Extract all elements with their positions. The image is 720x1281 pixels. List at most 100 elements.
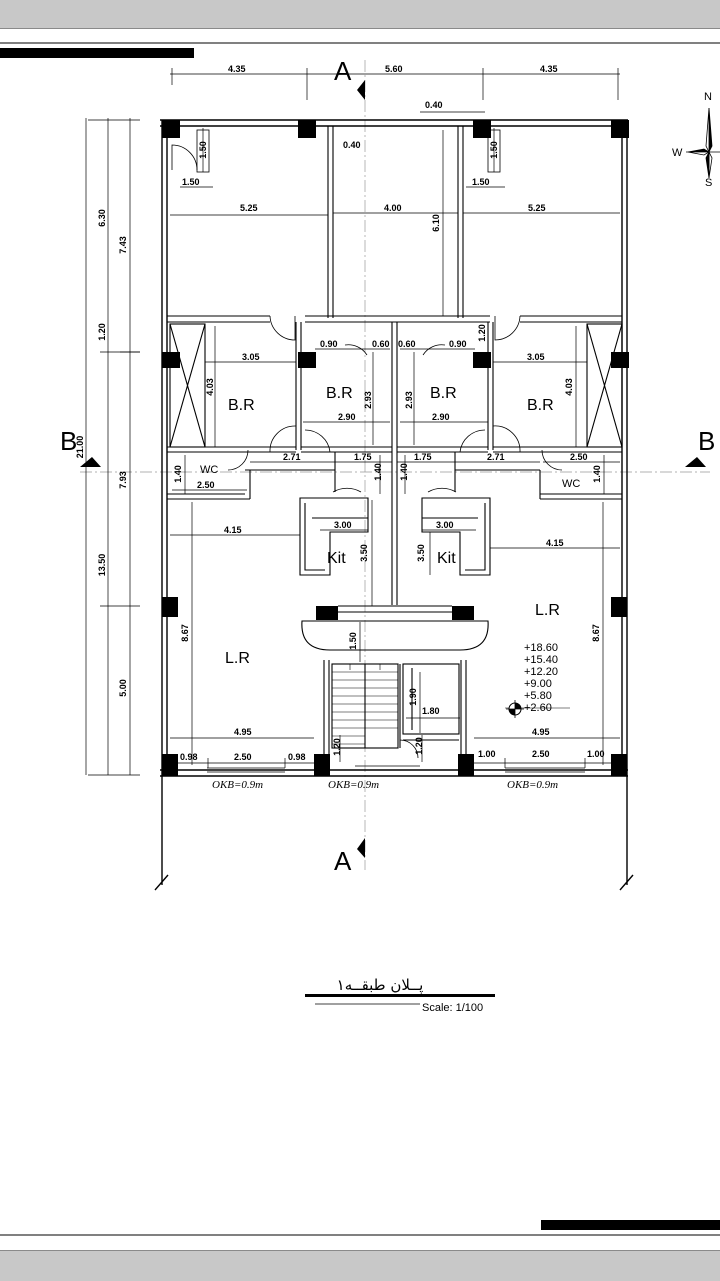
level-3: +12.20 <box>524 666 558 678</box>
okb-label-2: OKB=0.9m <box>328 779 379 791</box>
dim-100-b: 1.00 <box>587 749 605 759</box>
room-kitchen-1: Kit <box>327 550 346 567</box>
section-markers <box>80 80 706 858</box>
dim-403-left: 4.03 <box>205 378 215 396</box>
dim-120-bottom-1: 1.20 <box>332 738 342 756</box>
dim-250-bottom-left: 2.50 <box>234 752 252 762</box>
dimension-labels: 4.35 5.60 4.35 0.40 0.40 1.50 1.50 5.25 … <box>75 64 605 762</box>
level-list: +18.60 +15.40 +12.20 +9.00 +5.80 +2.60 <box>505 642 570 714</box>
room-bedroom-3: B.R <box>430 385 457 402</box>
section-label-b-right: B <box>698 426 715 456</box>
dim-495-left: 4.95 <box>234 727 252 737</box>
dim-350-left: 3.50 <box>359 544 369 562</box>
dim-500: 5.00 <box>118 679 128 697</box>
dim-300-right: 3.00 <box>436 520 454 530</box>
dim-140-right: 1.40 <box>592 465 602 483</box>
dim-293-right: 2.93 <box>404 391 414 409</box>
dim-2100: 21.00 <box>75 436 85 459</box>
dim-150-v-left: 1.50 <box>198 141 208 159</box>
room-bedroom-4: B.R <box>527 397 554 414</box>
dim-150-h-right: 1.50 <box>472 177 490 187</box>
dim-610: 6.10 <box>431 214 441 232</box>
level-4: +9.00 <box>524 678 552 690</box>
dim-300-left: 3.00 <box>334 520 352 530</box>
dim-525-right: 5.25 <box>528 203 546 213</box>
compass-north-label: N <box>704 91 712 103</box>
dim-290-left: 2.90 <box>338 412 356 422</box>
outer-walls <box>154 119 634 891</box>
compass-west-label: W <box>672 147 683 159</box>
dim-400: 4.00 <box>384 203 402 213</box>
dim-098-a: 0.98 <box>180 752 198 762</box>
section-label-a-top: A <box>334 56 352 86</box>
dim-060-left: 0.60 <box>372 339 390 349</box>
stair-treads <box>332 664 398 745</box>
plan-title: پــلان طبقــه۱ <box>337 976 424 995</box>
room-bedroom-1: B.R <box>228 397 255 414</box>
dim-top-right: 4.35 <box>540 64 558 74</box>
dim-175-left: 1.75 <box>354 452 372 462</box>
level-5: +5.80 <box>524 690 552 702</box>
sheet-frame <box>0 42 720 1236</box>
dim-140-mid-left: 1.40 <box>373 463 383 481</box>
dim-090-left: 0.90 <box>320 339 338 349</box>
interior-walls <box>167 126 623 754</box>
dim-100-a: 1.00 <box>478 749 496 759</box>
dim-250-wc-left: 2.50 <box>197 480 215 490</box>
compass-south-label: S <box>705 177 712 189</box>
dim-305-left: 3.05 <box>242 352 260 362</box>
dimension-lines <box>85 68 620 776</box>
dim-190: 1.90 <box>408 688 418 706</box>
room-wc-1: WC <box>200 464 218 476</box>
structural-columns <box>162 120 629 776</box>
dim-305-right: 3.05 <box>527 352 545 362</box>
dim-180: 1.80 <box>422 706 440 716</box>
top-bar <box>0 0 720 29</box>
dim-120-mid: 1.20 <box>477 324 487 342</box>
dim-630: 6.30 <box>97 209 107 227</box>
dim-175-right: 1.75 <box>414 452 432 462</box>
level-1: +18.60 <box>524 642 558 654</box>
dim-120-bottom-2: 1.20 <box>414 737 424 755</box>
level-2: +15.40 <box>524 654 558 666</box>
title-underline <box>305 994 495 997</box>
dim-250-bottom-right: 2.50 <box>532 749 550 759</box>
dim-090-right: 0.90 <box>449 339 467 349</box>
dim-350-right: 3.50 <box>416 544 426 562</box>
dim-1350: 13.50 <box>97 554 107 577</box>
dim-293-left: 2.93 <box>363 391 373 409</box>
dim-271-left: 2.71 <box>283 452 301 462</box>
dim-150-stair: 1.50 <box>348 632 358 650</box>
bottom-bar <box>0 1250 720 1281</box>
dim-150-v-right: 1.50 <box>489 141 499 159</box>
dim-top-left: 4.35 <box>228 64 246 74</box>
dim-120-left: 1.20 <box>97 323 107 341</box>
windows <box>207 765 585 773</box>
room-living-2: L.R <box>535 602 560 619</box>
dim-040-mid: 0.40 <box>343 140 361 150</box>
okb-label-1: OKB=0.9m <box>212 779 263 791</box>
room-bedroom-2: B.R <box>326 385 353 402</box>
dim-495-right: 4.95 <box>532 727 550 737</box>
dim-415-right: 4.15 <box>546 538 564 548</box>
dim-403-right: 4.03 <box>564 378 574 396</box>
dim-098-b: 0.98 <box>288 752 306 762</box>
dim-060-right: 0.60 <box>398 339 416 349</box>
dim-140-left: 1.40 <box>173 465 183 483</box>
okb-label-3: OKB=0.9m <box>507 779 558 791</box>
dim-793: 7.93 <box>118 471 128 489</box>
dim-250-wc-right: 2.50 <box>570 452 588 462</box>
dim-525-left: 5.25 <box>240 203 258 213</box>
dim-867-left: 8.67 <box>180 624 190 642</box>
dim-867-right: 8.67 <box>591 624 601 642</box>
dim-040-top: 0.40 <box>425 100 443 110</box>
level-marker-icon <box>506 700 524 718</box>
dim-743: 7.43 <box>118 236 128 254</box>
north-arrow-icon <box>686 107 720 179</box>
dim-140-mid-right: 1.40 <box>399 463 409 481</box>
section-label-a-bottom: A <box>334 846 352 876</box>
dim-415-left: 4.15 <box>224 525 242 535</box>
dim-290-right: 2.90 <box>432 412 450 422</box>
room-living-1: L.R <box>225 650 250 667</box>
